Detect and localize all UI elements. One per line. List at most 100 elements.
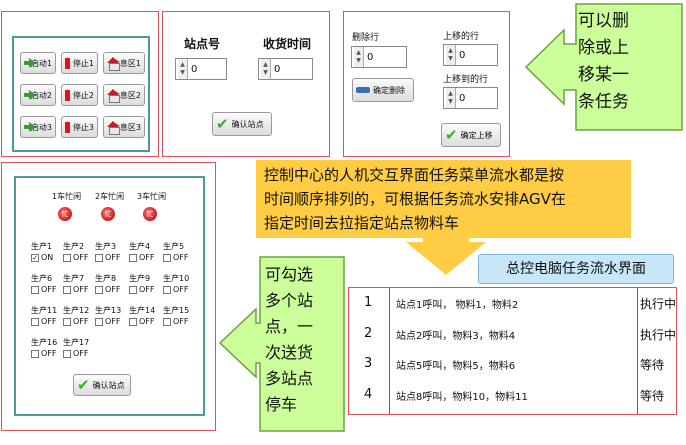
vehicle-busy-label-1: 1车忙闲 xyxy=(52,192,82,201)
stop-icon xyxy=(65,121,70,133)
house-icon xyxy=(107,121,120,135)
production-checkbox-1[interactable]: 生产1 ✓ON xyxy=(31,242,54,262)
spin-arrows-icon[interactable]: ▲▼ xyxy=(261,59,271,79)
confirm-delete-button[interactable]: 确定删除 xyxy=(352,78,414,102)
receive-time-label: 收货时间 xyxy=(263,37,312,51)
task-flow-title: 总控电脑任务流水界面 xyxy=(478,254,674,284)
receive-time-spinbox[interactable]: ▲▼0 xyxy=(258,58,313,80)
arrow-right-icon xyxy=(24,122,36,132)
station-label: 站点号 xyxy=(184,37,221,51)
production-checkbox-14[interactable]: 生产14 OFF xyxy=(129,306,156,326)
confirm-production-button[interactable]: ✔确认站点 xyxy=(73,374,131,396)
callout-top-text: 可以删 除或上 移某一 条任务 xyxy=(578,11,629,112)
stop-button-2[interactable]: 停止2 xyxy=(61,84,98,106)
checkbox-icon[interactable] xyxy=(95,253,103,262)
production-select-frame xyxy=(14,176,205,416)
task-column-divider-2 xyxy=(637,288,638,414)
production-checkbox-2[interactable]: 生产2 OFF xyxy=(63,242,89,262)
arrow-right-icon xyxy=(24,58,36,68)
move-up-row-label: 上移的行 xyxy=(443,32,480,42)
task-number: 2 xyxy=(364,326,373,341)
vehicle-busy-indicator-1: 忙 xyxy=(58,207,72,221)
banner-text: 控制中心的人机交互界面任务菜单流水都是按 时间顺序排列的，可根据任务流水安排AG… xyxy=(264,166,566,232)
checkbox-icon[interactable] xyxy=(63,285,71,294)
delete-row-spinbox[interactable]: ▲▼0 xyxy=(351,46,407,68)
move-up-row-spinbox[interactable]: ▲▼0 xyxy=(443,44,498,66)
spin-arrows-icon[interactable]: ▲▼ xyxy=(178,59,188,79)
production-checkbox-17[interactable]: 生产17 OFF xyxy=(63,338,90,358)
spin-arrows-icon[interactable]: ▲▼ xyxy=(354,47,364,67)
checkbox-icon[interactable] xyxy=(129,285,137,294)
checkbox-icon[interactable] xyxy=(31,317,39,326)
production-checkbox-9[interactable]: 生产9 OFF xyxy=(129,274,155,294)
house-icon xyxy=(107,57,120,71)
checkbox-icon[interactable] xyxy=(31,285,39,294)
task-flow-table xyxy=(348,287,677,415)
checkbox-icon[interactable] xyxy=(163,285,171,294)
production-checkbox-12[interactable]: 生产12 OFF xyxy=(63,306,90,326)
callout-bottom-text: 可勾选 多个站 点，一 次送货 多站点 停车 xyxy=(265,265,314,414)
task-number: 1 xyxy=(364,295,373,310)
stop-button-3[interactable]: 停止3 xyxy=(61,116,98,138)
production-checkbox-7[interactable]: 生产7 OFF xyxy=(63,274,89,294)
checkbox-icon[interactable] xyxy=(95,317,103,326)
stop-button-1[interactable]: 停止1 xyxy=(61,52,98,74)
arrow-right-icon xyxy=(24,90,36,100)
production-checkbox-4[interactable]: 生产4 OFF xyxy=(129,242,155,262)
checkbox-icon[interactable] xyxy=(163,317,171,326)
production-checkbox-16[interactable]: 生产16 OFF xyxy=(31,338,58,358)
task-number: 3 xyxy=(364,356,373,371)
stop-icon xyxy=(65,89,70,101)
production-checkbox-8[interactable]: 生产8 OFF xyxy=(95,274,121,294)
production-checkbox-11[interactable]: 生产11 OFF xyxy=(31,306,58,326)
rest-area-button-3[interactable]: 休息区3 xyxy=(103,116,145,138)
start-button-1[interactable]: 启动1 xyxy=(20,52,56,74)
production-checkbox-13[interactable]: 生产13 OFF xyxy=(95,306,122,326)
task-description: 站点8呼叫，物料10，物料11 xyxy=(396,392,528,403)
spin-arrows-icon[interactable]: ▲▼ xyxy=(446,88,456,108)
production-checkbox-5[interactable]: 生产5 OFF xyxy=(163,242,189,262)
move-to-row-label: 上移到的行 xyxy=(443,75,489,85)
production-checkbox-10[interactable]: 生产10 OFF xyxy=(163,274,190,294)
station-spinbox[interactable]: ▲▼0 xyxy=(175,58,227,80)
task-description: 站点5呼叫，物料5，物料6 xyxy=(396,361,516,372)
task-status: 等待 xyxy=(640,389,665,403)
checkbox-icon[interactable] xyxy=(63,349,71,358)
production-checkbox-3[interactable]: 生产3 OFF xyxy=(95,242,121,262)
spin-arrows-icon[interactable]: ▲▼ xyxy=(446,45,456,65)
task-description: 站点1呼叫， 物料1，物料2 xyxy=(396,300,519,311)
production-checkbox-6[interactable]: 生产6 OFF xyxy=(31,274,57,294)
start-button-3[interactable]: 启动3 xyxy=(20,116,56,138)
callout-arrow-bottom xyxy=(218,256,345,432)
production-checkbox-15[interactable]: 生产15 OFF xyxy=(163,306,190,326)
check-icon: ✔ xyxy=(77,375,90,394)
task-row[interactable]: 1 站点1呼叫， 物料1，物料2 执行中 xyxy=(350,293,677,315)
rest-area-button-2[interactable]: 休息区2 xyxy=(103,84,145,106)
checkbox-icon[interactable] xyxy=(63,317,71,326)
vehicle-busy-indicator-2: 忙 xyxy=(101,207,115,221)
confirm-move-up-button[interactable]: ✔确定上移 xyxy=(441,123,501,147)
checkbox-icon[interactable]: ✓ xyxy=(31,253,39,262)
vehicle-busy-label-2: 2车忙闲 xyxy=(95,192,125,201)
task-status: 执行中 xyxy=(640,297,677,311)
banner-arrow xyxy=(256,160,631,275)
task-row[interactable]: 3 站点5呼叫，物料5，物料6 等待 xyxy=(350,354,675,376)
callout-arrow-top xyxy=(524,3,683,131)
start-button-2[interactable]: 启动2 xyxy=(20,84,56,106)
checkbox-icon[interactable] xyxy=(95,285,103,294)
checkbox-icon[interactable] xyxy=(129,253,137,262)
checkbox-icon[interactable] xyxy=(129,317,137,326)
task-status: 等待 xyxy=(640,358,665,372)
task-status: 执行中 xyxy=(640,328,677,342)
move-to-row-spinbox[interactable]: ▲▼0 xyxy=(443,87,498,109)
task-row[interactable]: 4 站点8呼叫，物料10，物料11 等待 xyxy=(350,385,675,407)
checkbox-icon[interactable] xyxy=(31,349,39,358)
task-row[interactable]: 2 站点2呼叫，物料3，物料4 执行中 xyxy=(350,324,677,346)
checkbox-icon[interactable] xyxy=(163,253,171,262)
delete-row-label: 删除行 xyxy=(352,33,380,43)
confirm-station-button[interactable]: ✔确认站点 xyxy=(212,112,272,136)
rest-area-button-1[interactable]: 休息区1 xyxy=(103,52,145,74)
house-icon xyxy=(107,89,120,103)
checkbox-icon[interactable] xyxy=(63,253,71,262)
minus-icon xyxy=(356,87,370,93)
